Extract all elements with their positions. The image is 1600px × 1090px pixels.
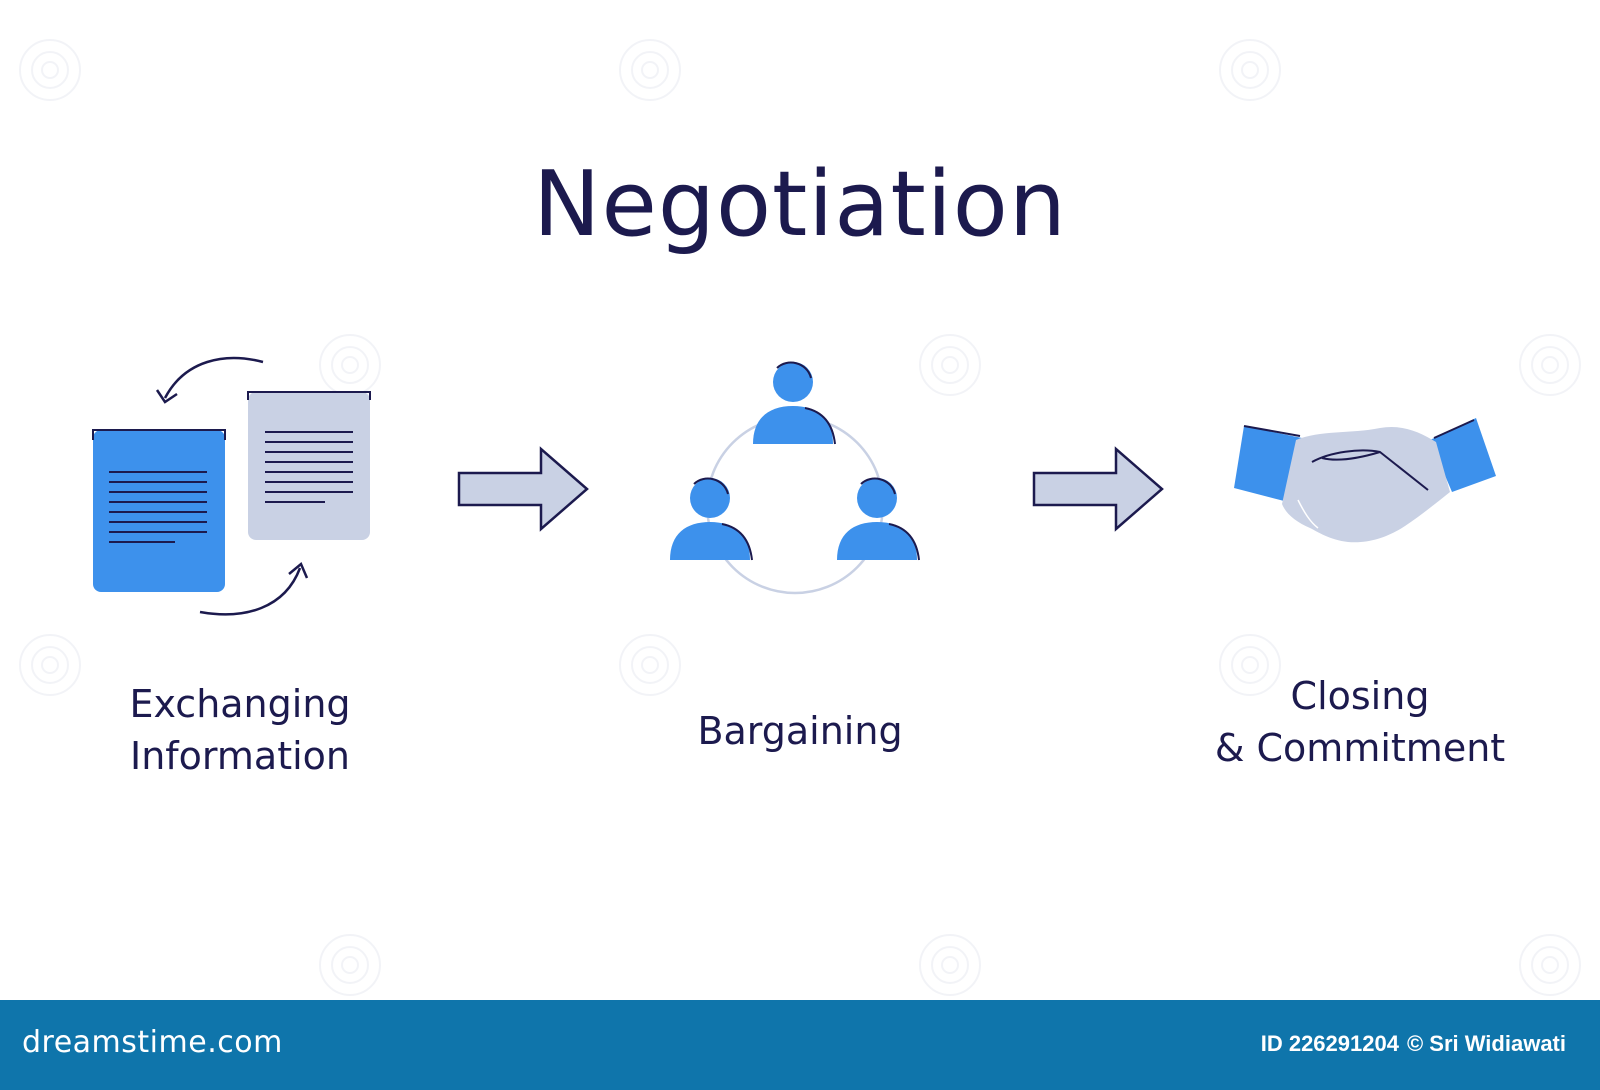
- arrow-right-icon: [1032, 446, 1164, 532]
- step-label-line: Bargaining: [697, 709, 903, 753]
- step-label-line: Information: [130, 734, 350, 778]
- step-label-closing-commitment: Closing & Commitment: [1170, 670, 1550, 774]
- step-label-line: & Commitment: [1214, 726, 1506, 770]
- handshake-icon: [1234, 418, 1496, 543]
- page-title: Negotiation: [533, 152, 1067, 257]
- step-label-line: Closing: [1290, 674, 1430, 718]
- author-credit: © Sri Widiawati: [1406, 1031, 1566, 1056]
- watermark-pattern: [19, 39, 1581, 996]
- people-circle-icon: [670, 361, 920, 595]
- step-label-line: Exchanging: [129, 682, 351, 726]
- step-label-bargaining: Bargaining: [640, 705, 960, 757]
- arrow-right-icon: [457, 446, 589, 532]
- footer-bar: dreamstime.com ID 226291204 © Sri Widiawa…: [0, 1000, 1600, 1090]
- image-id: ID 226291204: [1260, 1031, 1399, 1056]
- documents-exchange-icon: [92, 356, 371, 616]
- footer-credit: ID 226291204 © Sri Widiawati: [1261, 1031, 1574, 1057]
- step-label-exchanging-information: Exchanging Information: [80, 678, 400, 782]
- footer-logo: dreamstime.com: [22, 1025, 283, 1060]
